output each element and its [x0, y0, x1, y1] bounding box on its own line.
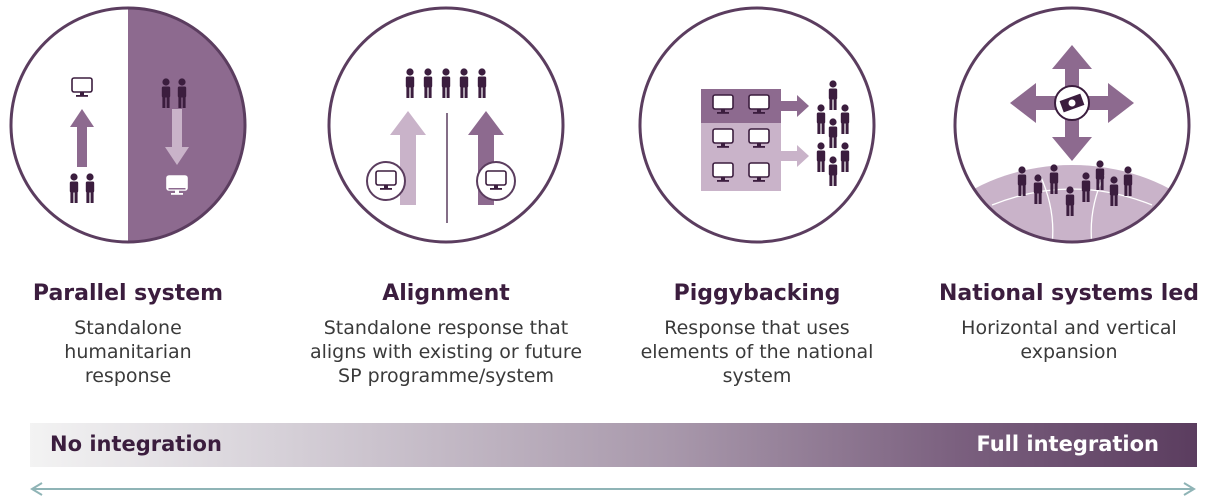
- national-systems-icon: [952, 5, 1192, 245]
- stage-description: Standalone humanitarian response: [64, 317, 192, 387]
- stage-description: Horizontal and vertical expansion: [961, 317, 1177, 363]
- piggybacking-icon: [637, 5, 877, 245]
- stage-alignment: Alignment Standalone response that align…: [301, 280, 591, 388]
- full-integration-label: Full integration: [976, 432, 1159, 456]
- double-arrow-line: [30, 482, 1196, 496]
- stage-title: National systems led: [939, 281, 1199, 306]
- stage-title: Alignment: [382, 281, 510, 306]
- no-integration-label: No integration: [50, 432, 222, 456]
- stage-title: Piggybacking: [673, 281, 841, 306]
- stage-description: Standalone response that aligns with exi…: [309, 317, 583, 387]
- stage-national-systems-led: National systems led Horizontal and vert…: [927, 280, 1211, 364]
- stage-parallel-system: Parallel system Standalone humanitarian …: [0, 280, 273, 388]
- integration-scale-bar: No integration Full integration: [30, 423, 1197, 467]
- parallel-system-icon: [8, 5, 248, 245]
- stage-description: Response that uses elements of the natio…: [640, 317, 874, 387]
- stage-piggybacking: Piggybacking Response that uses elements…: [612, 280, 902, 388]
- stage-title: Parallel system: [32, 281, 224, 306]
- alignment-icon: [326, 5, 566, 245]
